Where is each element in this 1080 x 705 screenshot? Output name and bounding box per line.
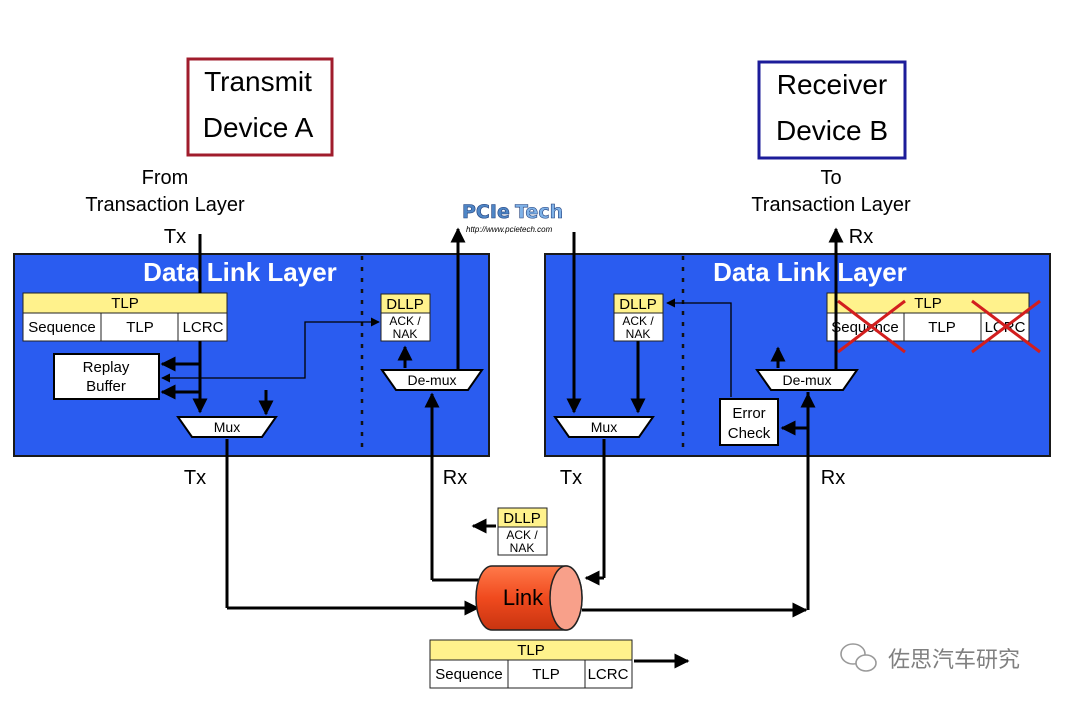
device-b-line1: Receiver <box>777 69 887 100</box>
logo-url: http://www.pcietech.com <box>466 225 553 234</box>
logo-pcie: PCIe <box>462 201 510 223</box>
left-tlp-cell-sequence: Sequence <box>28 319 96 336</box>
device-b-line2: Device B <box>776 115 888 146</box>
bottom-tlp-cell-tlp: TLP <box>532 666 560 683</box>
right-dllp-header: DLLP <box>619 296 657 313</box>
replay-buffer: Replay Buffer <box>53 353 160 400</box>
link-dllp: DLLP ACK / NAK <box>471 507 548 556</box>
left-tx-bottom-label: Tx <box>184 467 206 489</box>
from-label: From <box>142 167 189 189</box>
left-rx-bottom-label: Rx <box>443 467 467 489</box>
left-dllp-header: DLLP <box>386 296 424 313</box>
right-tlp-cell-tlp: TLP <box>928 319 956 336</box>
link-wires <box>225 439 808 618</box>
watermark-text: 佐思汽车研究 <box>888 648 1020 673</box>
right-rx-bottom-label: Rx <box>821 467 845 489</box>
link-cylinder: Link <box>475 565 583 631</box>
to-transaction-layer-label: Transaction Layer <box>751 194 911 216</box>
transmit-device-a-box: Transmit Device A <box>186 57 334 157</box>
left-internal-arrows <box>160 227 466 580</box>
left-demux-label: De-mux <box>407 372 456 388</box>
right-mux: Mux <box>553 416 655 438</box>
wechat-icon <box>840 643 877 672</box>
right-tlp-header: TLP <box>914 295 942 312</box>
right-dllp: DLLP ACK / NAK <box>613 293 664 342</box>
right-tlp-cell-sequence: Sequence <box>831 319 899 336</box>
link-dllp-header: DLLP <box>503 510 541 527</box>
receiver-device-b-box: Receiver Device B <box>757 60 907 160</box>
right-tlp-frame: TLP Sequence TLP LCRC <box>826 292 1041 354</box>
right-tx-bottom-label: Tx <box>560 467 582 489</box>
right-data-link-layer: Data Link Layer TLP Sequence TLP LCRC D <box>544 227 1051 610</box>
bottom-tlp-cell-lcrc: LCRC <box>588 666 629 683</box>
bottom-tlp-header: TLP <box>517 642 545 659</box>
left-tlp-frame: TLP Sequence TLP LCRC <box>22 292 228 342</box>
replay-line2: Buffer <box>86 378 126 395</box>
right-ack-line2: NAK <box>626 327 651 341</box>
link-ack-line1: ACK / <box>506 528 538 542</box>
left-tlp-cell-tlp: TLP <box>126 319 154 336</box>
device-a-line2: Device A <box>203 112 314 143</box>
left-tx-top-label: Tx <box>164 226 186 248</box>
logo-tech: Tech <box>515 201 563 223</box>
left-dllp: DLLP ACK / NAK <box>380 293 431 342</box>
from-transaction-layer-label: Transaction Layer <box>85 194 245 216</box>
right-mux-label: Mux <box>591 419 617 435</box>
error-line1: Error <box>732 405 765 422</box>
left-tlp-header: TLP <box>111 295 139 312</box>
left-mux: Mux <box>176 416 278 438</box>
bottom-tlp-frame: TLP Sequence TLP LCRC <box>429 639 690 689</box>
device-a-line1: Transmit <box>204 66 312 97</box>
left-mux-label: Mux <box>214 419 240 435</box>
lcrc-strip-cross <box>971 299 1041 354</box>
right-internal-arrows <box>566 227 844 610</box>
link-ack-line2: NAK <box>510 541 535 555</box>
left-data-link-layer: Data Link Layer TLP Sequence TLP LCRC Re… <box>13 227 490 580</box>
left-ack-line2: NAK <box>393 327 418 341</box>
bottom-tlp-cell-sequence: Sequence <box>435 666 503 683</box>
error-check-box: Error Check <box>719 398 779 446</box>
watermark: 佐思汽车研究 <box>840 643 1020 673</box>
to-label: To <box>820 167 841 189</box>
right-rx-top-label: Rx <box>849 226 873 248</box>
replay-line1: Replay <box>83 359 130 376</box>
pcietech-logo: PCIe Tech http://www.pcietech.com <box>462 201 564 234</box>
left-layer-title: Data Link Layer <box>143 257 337 287</box>
left-ack-line1: ACK / <box>389 314 421 328</box>
right-demux: De-mux <box>755 369 859 391</box>
left-demux: De-mux <box>380 369 484 391</box>
error-line2: Check <box>728 425 771 442</box>
right-layer-title: Data Link Layer <box>713 257 907 287</box>
right-demux-label: De-mux <box>782 372 831 388</box>
right-ack-line1: ACK / <box>622 314 654 328</box>
link-label: Link <box>503 585 544 610</box>
left-tlp-cell-lcrc: LCRC <box>183 319 224 336</box>
sequence-strip-cross <box>837 299 906 354</box>
